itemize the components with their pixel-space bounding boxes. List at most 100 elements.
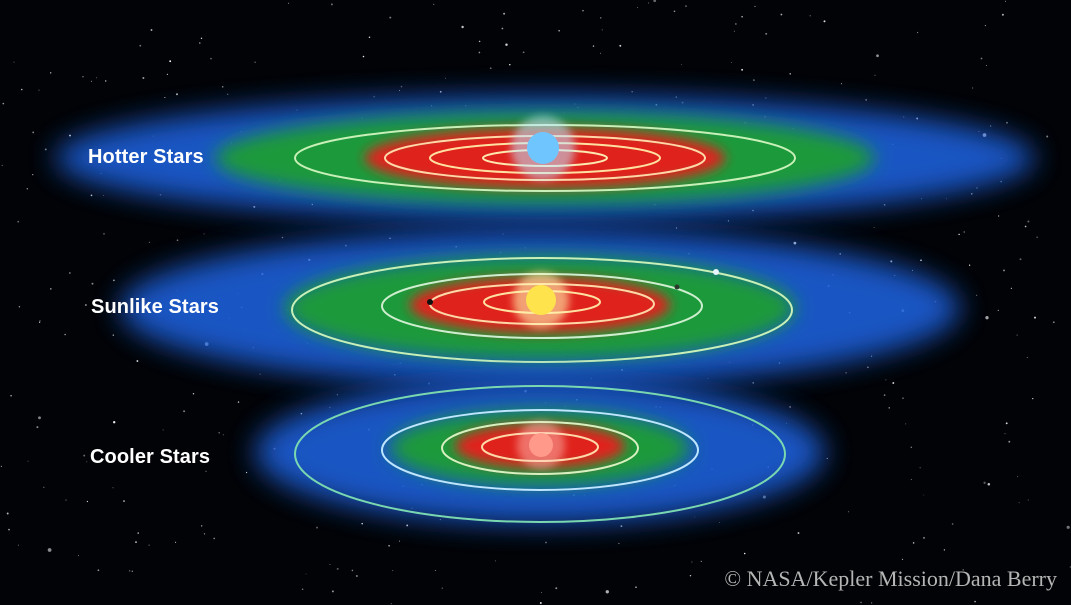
background-star [509,63,511,66]
background-star [923,494,925,496]
sunlike-stars-label: Sunlike Stars [91,296,220,318]
background-star [700,560,702,563]
background-star [32,131,35,134]
background-star [166,73,168,75]
background-star [765,32,768,35]
background-star [104,80,107,82]
background-star [17,544,19,546]
background-star [673,10,676,13]
background-star [1024,225,1027,228]
background-star [989,125,992,127]
background-star [103,233,105,235]
background-star [730,62,732,64]
background-star [1034,316,1036,319]
cool-star [529,433,553,457]
background-star [176,239,179,242]
background-star [809,15,811,17]
background-star [727,220,729,222]
background-star [390,603,392,605]
background-star [1003,269,1005,272]
background-star [489,67,492,70]
background-star [210,57,212,60]
background-star [169,60,172,63]
background-star [753,79,755,81]
background-star [1069,566,1071,568]
cooler-stars-label: Cooler Stars [90,446,211,468]
background-star [1046,135,1049,138]
background-star [213,537,215,540]
background-star [13,61,15,63]
background-star [399,540,401,542]
background-star [2,102,5,105]
orbit-line [294,385,786,523]
background-star [10,394,12,397]
background-star [888,407,890,409]
background-star [691,561,693,563]
background-star [522,51,525,54]
background-star [501,27,504,30]
background-star [1019,258,1022,261]
background-star [38,416,41,420]
background-star [142,77,145,79]
background-star [222,434,224,436]
background-star [558,30,560,32]
background-star [44,148,47,151]
background-star [26,188,28,190]
background-star [968,264,971,266]
background-star [943,549,946,551]
background-star [958,233,960,236]
background-star [793,241,797,245]
background-star [883,394,886,396]
background-star [689,574,692,577]
background-star [288,2,290,4]
background-star [316,526,318,529]
background-star [1006,121,1008,124]
image-credit: © NASA/Kepler Mission/Dana Berry [724,566,1057,591]
background-star [362,55,365,58]
background-star [685,5,687,7]
background-star [987,482,991,486]
background-star [653,0,657,3]
background-star [1004,0,1006,2]
background-star [541,592,542,594]
background-star [539,602,542,604]
background-star [434,569,436,572]
background-star [867,366,869,369]
background-star [892,382,895,384]
background-star [148,544,150,546]
background-star [112,487,114,489]
background-star [997,215,1000,217]
background-star [600,17,602,19]
background-star [82,76,84,78]
background-star [1,164,3,166]
background-star [445,77,447,79]
background-star [983,481,986,484]
background-star [102,195,104,197]
background-star [1066,525,1070,529]
background-star [27,460,29,462]
background-star [733,30,735,32]
background-star [619,44,622,47]
background-star [923,536,925,539]
background-star [841,83,842,85]
background-star [972,87,974,89]
background-star [637,7,639,8]
background-star [90,194,93,197]
background-star [164,96,166,99]
background-star [112,308,115,311]
background-star [6,512,9,515]
background-star [227,93,229,95]
background-star [680,63,682,65]
background-star [113,421,116,424]
background-star [901,558,904,561]
background-star [951,523,954,525]
background-star [1005,422,1008,425]
background-star [254,61,256,63]
cooler-stars-system [255,380,825,524]
background-star [65,499,67,501]
background-star [36,426,39,429]
background-star [980,57,983,60]
background-star [131,570,133,572]
